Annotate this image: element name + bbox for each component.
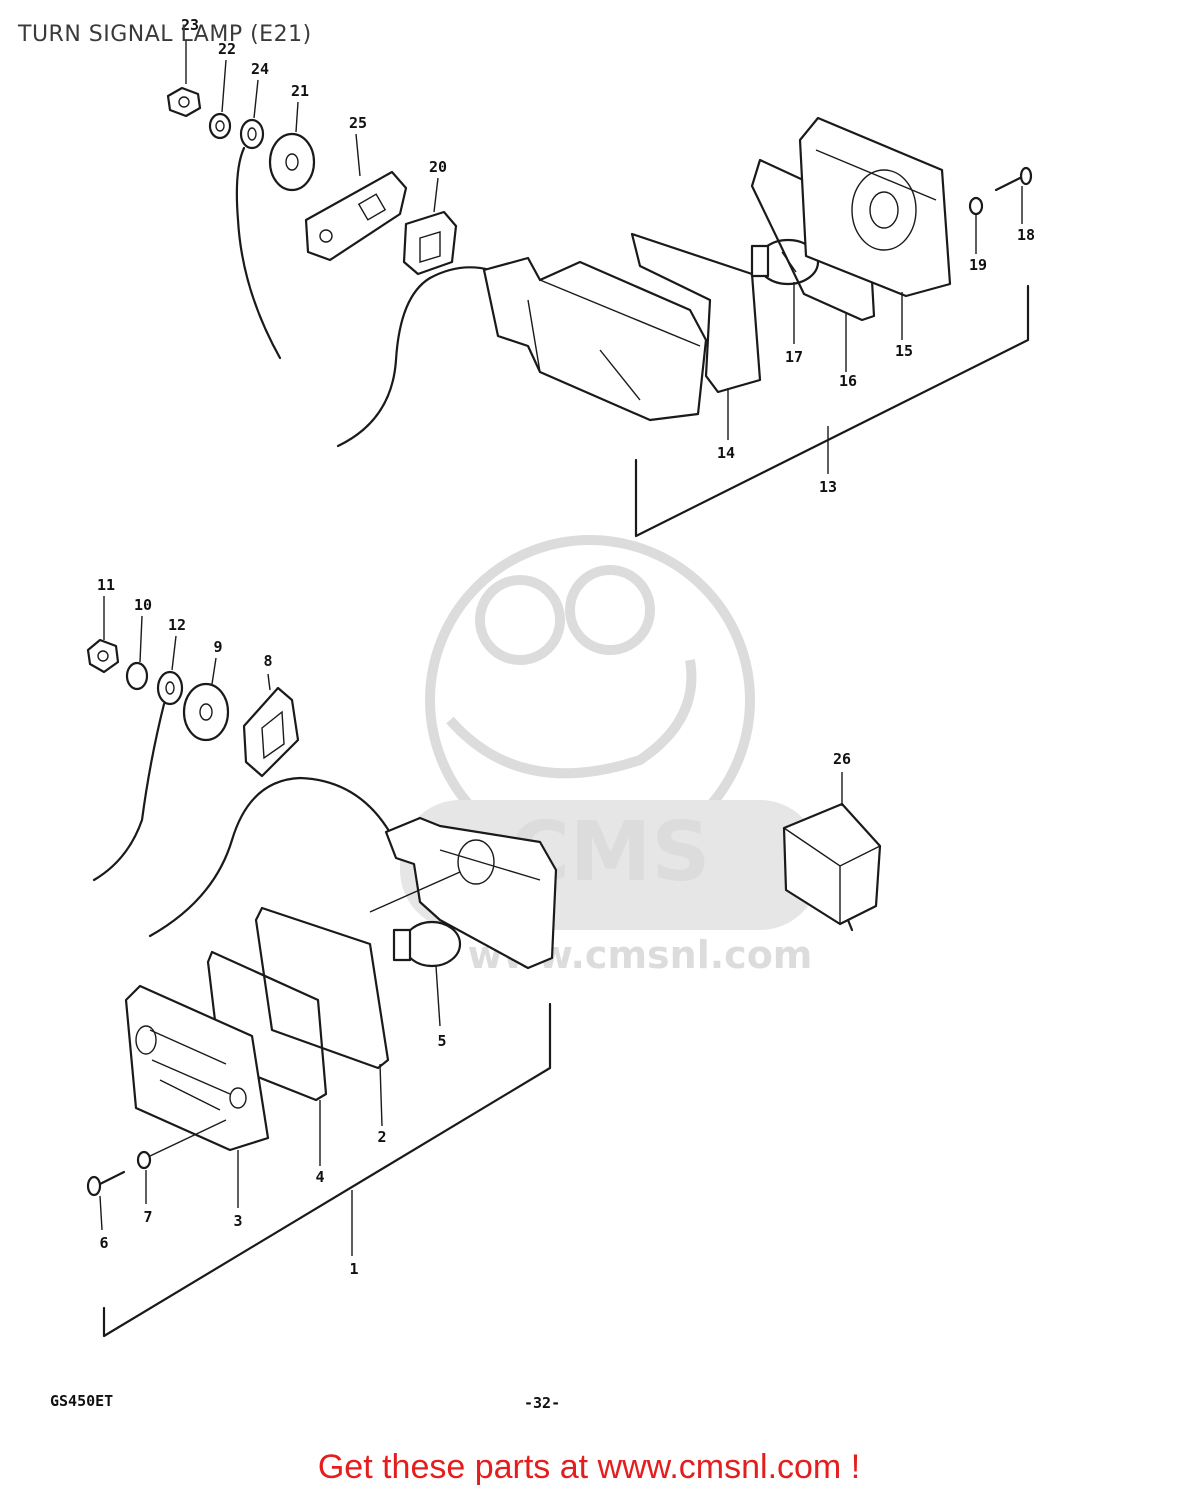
callout-5: 5	[437, 1032, 446, 1050]
part-15-lens[interactable]	[798, 116, 952, 298]
callout-8: 8	[263, 652, 272, 670]
part-18-screw[interactable]	[994, 166, 1033, 192]
callout-26: 26	[833, 750, 851, 768]
promo-banner: Get these parts at www.cmsnl.com !	[0, 1448, 1178, 1487]
model-code: GS450ET	[50, 1392, 114, 1410]
page-number: -32-	[524, 1394, 561, 1412]
callout-20: 20	[429, 158, 447, 176]
callout-19: 19	[969, 256, 987, 274]
upper-turn-signal-assembly	[166, 40, 1033, 538]
part-6-screw[interactable]	[86, 1170, 126, 1197]
lower-turn-signal-assembly	[86, 596, 882, 1338]
upper-assembly-bracket	[634, 284, 1030, 538]
callout-16: 16	[839, 372, 857, 390]
part-19-washer[interactable]	[968, 196, 984, 216]
part-12-ground-lead[interactable]	[92, 670, 184, 882]
callout-1: 1	[349, 1260, 358, 1278]
part-9-washer[interactable]	[182, 682, 230, 742]
part-11-nut[interactable]	[86, 638, 120, 674]
callout-12: 12	[168, 616, 186, 634]
callout-17: 17	[785, 348, 803, 366]
part-25-bracket[interactable]	[304, 170, 408, 262]
part-10-lock-washer[interactable]	[125, 661, 149, 691]
part-8-grommet[interactable]	[242, 686, 300, 778]
part-20-grommet[interactable]	[402, 210, 458, 276]
lower-housing-wire	[148, 776, 394, 938]
callout-2: 2	[377, 1128, 386, 1146]
callout-25: 25	[349, 114, 367, 132]
callout-4: 4	[315, 1168, 324, 1186]
callout-13: 13	[819, 478, 837, 496]
part-3-lens[interactable]	[124, 984, 270, 1152]
callout-6: 6	[99, 1234, 108, 1252]
callout-24: 24	[251, 60, 269, 78]
part-7-washer[interactable]	[136, 1119, 227, 1170]
part-24-ground-lead[interactable]	[235, 118, 282, 360]
callout-labels: 23 22 24 21 25 20 18 19 15 17 16 14 13 1…	[97, 16, 1035, 1278]
upper-leader-lines	[185, 40, 1023, 474]
part-4-gasket[interactable]	[206, 950, 328, 1102]
part-23-nut[interactable]	[166, 86, 202, 118]
callout-21: 21	[291, 82, 309, 100]
callout-23: 23	[181, 16, 199, 34]
part-14-gasket[interactable]	[630, 232, 762, 394]
upper-housing-wire	[336, 266, 492, 448]
callout-18: 18	[1017, 226, 1035, 244]
callout-15: 15	[895, 342, 913, 360]
part-21-washer[interactable]	[268, 132, 316, 192]
part-1-housing[interactable]	[384, 816, 558, 970]
callout-9: 9	[213, 638, 222, 656]
promo-link[interactable]: Get these parts at www.cmsnl.com !	[317, 1448, 861, 1486]
callout-11: 11	[97, 576, 115, 594]
callout-3: 3	[233, 1212, 242, 1230]
callout-14: 14	[717, 444, 735, 462]
callout-22: 22	[218, 40, 236, 58]
part-22-lock-washer[interactable]	[208, 112, 232, 140]
part-13-housing[interactable]	[482, 256, 708, 422]
diagram-title: TURN SIGNAL LAMP (E21)	[18, 22, 312, 47]
lower-leader-lines	[99, 596, 843, 1256]
callout-7: 7	[143, 1208, 152, 1226]
lower-assembly-bracket	[102, 1002, 552, 1338]
part-2-gasket[interactable]	[254, 906, 390, 1070]
part-26-relay[interactable]	[782, 802, 882, 932]
callout-10: 10	[134, 596, 152, 614]
part-5-bulb[interactable]	[369, 871, 462, 968]
